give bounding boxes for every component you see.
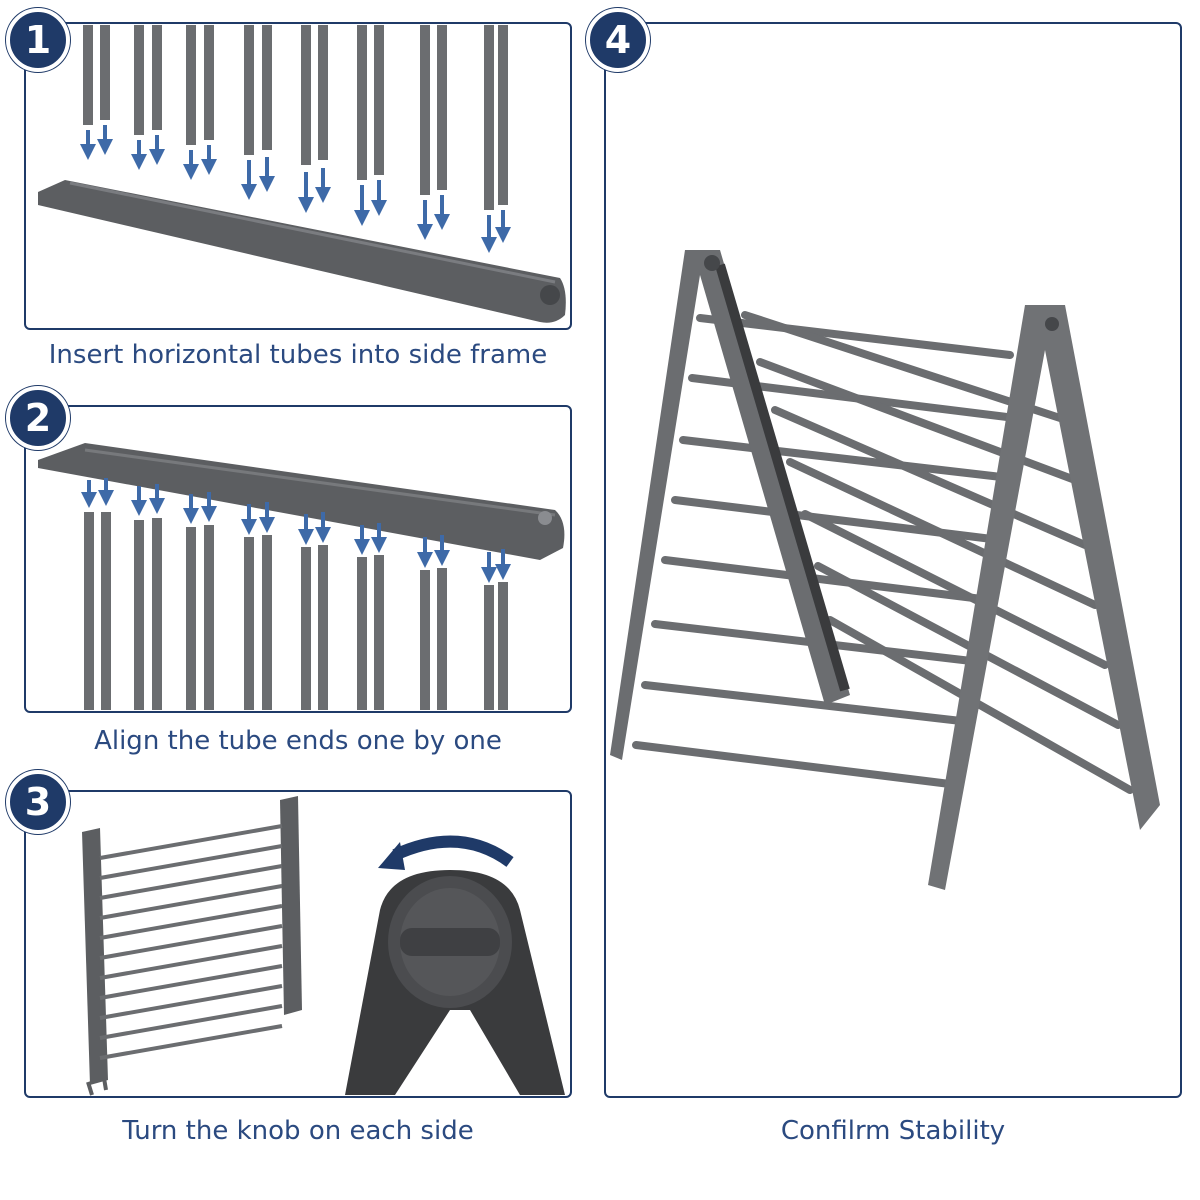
step-3-caption: Turn the knob on each side [122,1116,474,1146]
step-2-caption: Align the tube ends one by one [94,726,502,756]
step-2-illustration [38,443,565,710]
step-4-caption: Confilrm Stability [780,1116,1006,1146]
down-arrow-icon [80,125,511,253]
side-frame [38,180,566,323]
side-frame [38,443,565,560]
step-4-badge: 4 [586,8,650,72]
step-4-illustration [610,250,1160,890]
step-2-badge: 2 [6,386,70,450]
vertical-tubes [83,25,508,210]
step-3-illustration [82,796,565,1096]
step-3-badge: 3 [6,770,70,834]
knob-closeup [345,870,565,1095]
step-1-illustration [38,25,566,323]
vertical-tubes [84,512,508,710]
folded-rack [82,796,302,1096]
step-1-caption: Insert horizontal tubes into side frame [48,340,548,370]
left-frame [610,250,850,760]
right-frame [928,305,1160,890]
step-1-badge: 1 [6,8,70,72]
rotate-arrow-icon [392,835,514,867]
down-arrow-icon [81,478,511,583]
